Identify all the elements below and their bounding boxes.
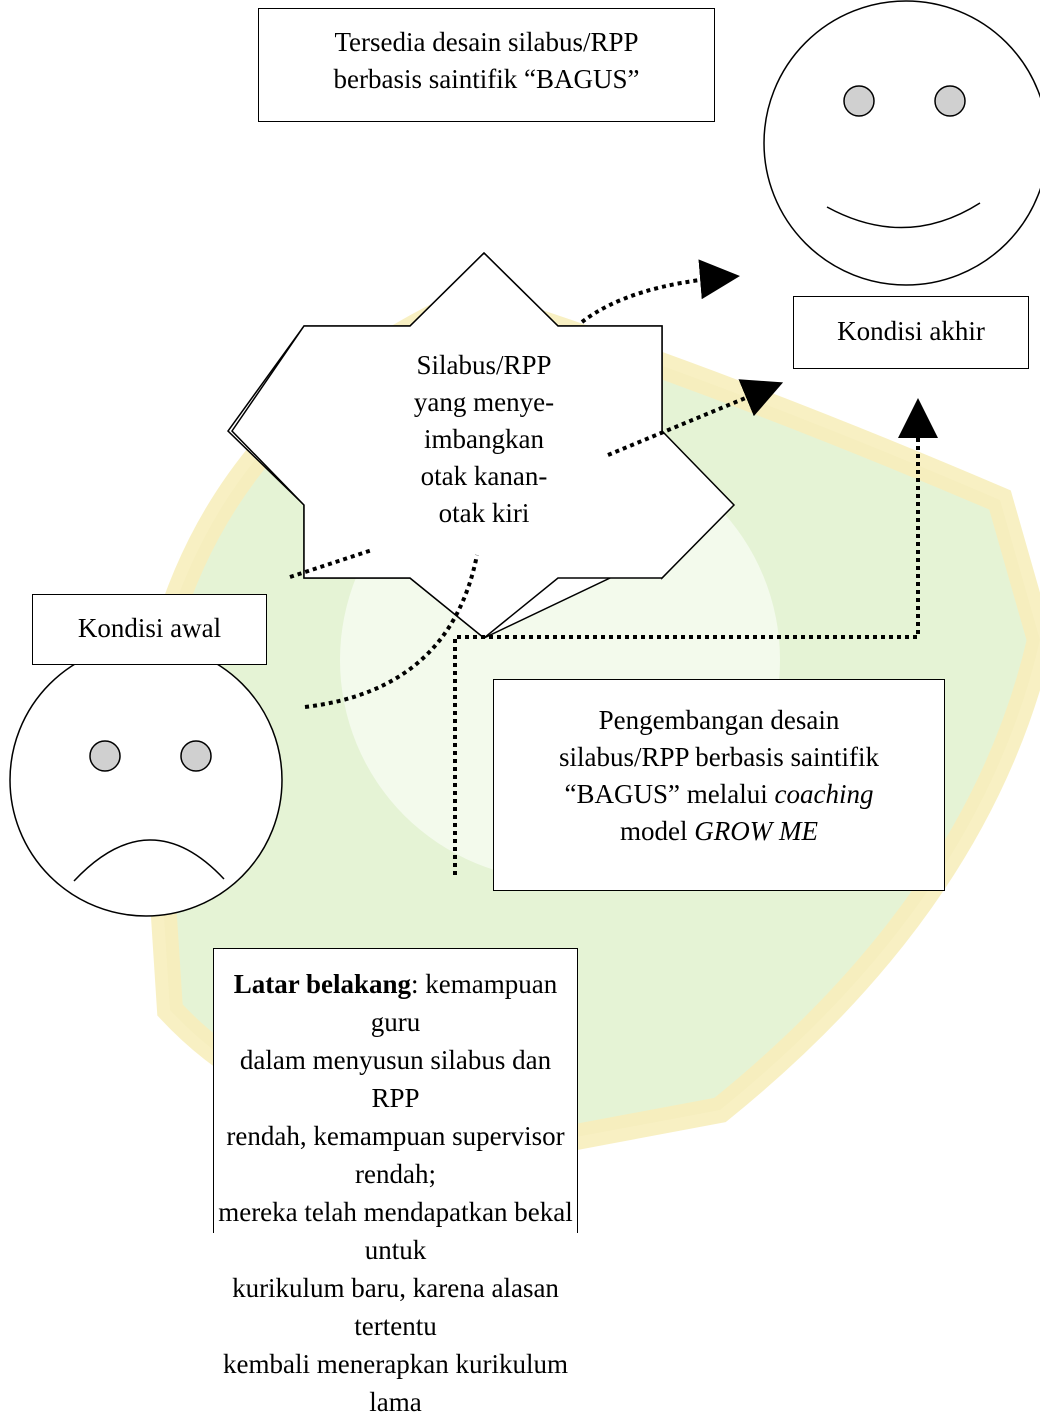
latar-line-5: kurikulum baru, karena alasan tertentu <box>232 1273 559 1341</box>
dev-line-1: Pengembangan desain <box>598 705 840 735</box>
latar-line-4: mereka telah mendapatkan bekal untuk <box>218 1197 573 1265</box>
goal-line-1: Tersedia desain silabus/RPP <box>334 27 639 57</box>
latar-line-6: kembali menerapkan kurikulum lama <box>223 1349 568 1417</box>
dotted-arrow-middle <box>607 379 784 457</box>
latar-line-2: dalam menyusun silabus dan RPP <box>239 1045 552 1113</box>
dev-line-4-text: model <box>620 816 695 846</box>
goal-line-2: berbasis saintifik “BAGUS” <box>333 64 640 94</box>
goal-box: Tersedia desain silabus/RPP berbasis sai… <box>258 8 715 122</box>
star-line-3: imbangkan <box>424 424 544 454</box>
star-line-2: yang menye- <box>413 387 555 417</box>
dotted-arrow-top <box>580 259 740 324</box>
dev-line-2: silabus/RPP berbasis saintifik <box>558 742 879 772</box>
star-line-4: otak kanan- <box>420 461 548 491</box>
latar-heading: Latar belakang <box>233 969 412 999</box>
dotted-line-awal <box>289 548 373 579</box>
star-text: Silabus/RPP yang menye- imbangkan otak k… <box>355 347 613 532</box>
dev-line-4-italic: GROW ME <box>694 816 818 846</box>
dotted-curve-awal <box>304 554 479 709</box>
sad-face-icon <box>9 643 283 917</box>
star-line-5: otak kiri <box>438 498 530 528</box>
dev-line-4: model GROW ME <box>504 813 934 850</box>
dev-line-3-text: “BAGUS” melalui <box>564 779 775 809</box>
dev-line-3-italic: coaching <box>774 779 874 809</box>
latar-line-1-rest: : kemampuan guru <box>370 969 558 1037</box>
development-box: Pengembangan desain silabus/RPP berbasis… <box>493 679 945 891</box>
latar-line-1: Latar belakang: kemampuan guru <box>214 965 577 1041</box>
dev-line-3: “BAGUS” melalui coaching <box>504 776 934 813</box>
initial-condition-label: Kondisi awal <box>32 594 267 665</box>
background-box: Latar belakang: kemampuan guru dalam men… <box>213 948 578 1417</box>
latar-line-3: rendah, kemampuan supervisor rendah; <box>226 1121 565 1189</box>
happy-face-icon <box>763 0 1040 286</box>
star-line-1: Silabus/RPP <box>416 350 552 380</box>
final-condition-label: Kondisi akhir <box>793 296 1029 369</box>
